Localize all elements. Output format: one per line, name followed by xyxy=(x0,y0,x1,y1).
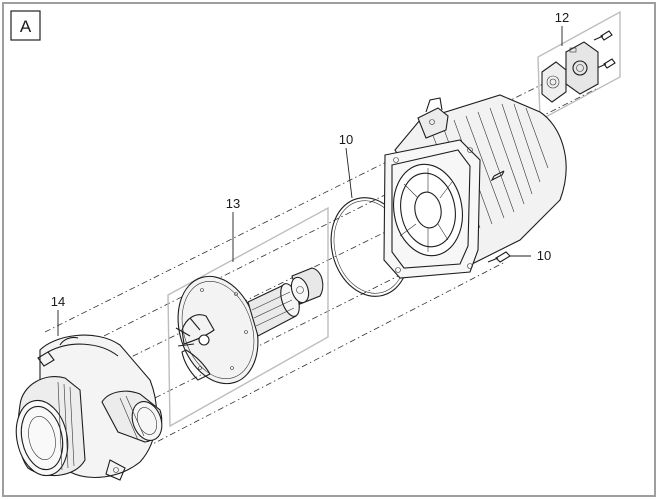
impeller-group-box xyxy=(167,206,329,428)
callout-screw: 10 xyxy=(537,248,551,263)
callout-seal-ring: 10 xyxy=(339,132,353,147)
callout-pump-housing: 14 xyxy=(51,294,65,309)
panel-label: A xyxy=(10,10,41,41)
bracket-group-box xyxy=(537,10,621,122)
callout-impeller-assembly: 13 xyxy=(226,196,240,211)
impeller-assembly xyxy=(175,267,324,385)
callout-connector-bracket: 12 xyxy=(555,10,569,25)
connector-bracket xyxy=(541,41,599,103)
screw-group xyxy=(487,30,616,263)
panel-label-box xyxy=(10,10,41,41)
leader-lines xyxy=(57,26,563,336)
pump-housing xyxy=(15,334,163,481)
motor-housing xyxy=(383,94,567,279)
panel-label-text: A xyxy=(20,17,32,36)
